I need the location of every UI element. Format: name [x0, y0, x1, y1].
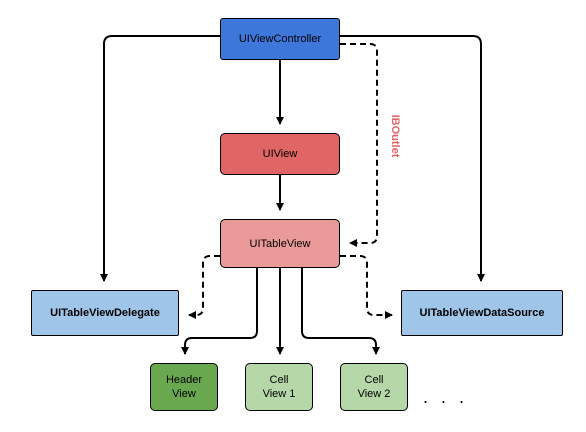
more-cells-ellipsis: . . . [423, 387, 469, 407]
edge-vc-to-datasource [340, 35, 485, 282]
uiview-label: UIView [262, 148, 298, 160]
header-view-node: Header View [150, 363, 218, 411]
uiviewcontroller-node: UIViewController [220, 18, 340, 60]
edge-tableview-to-delegate-dashed [188, 255, 220, 319]
uitableview-label: UITableView [249, 237, 311, 250]
edge-vc-to-delegate [100, 35, 220, 282]
edge-tableview-to-datasource-dashed [340, 255, 393, 319]
uiview-node: UIView [220, 133, 340, 175]
cell-view-1-node: Cell View 1 [245, 363, 313, 411]
uitableviewdelegate-label: UITableViewDelegate [50, 307, 160, 319]
edge-ib-outlet [340, 43, 378, 247]
uiviewcontroller-label: UIViewController [238, 33, 322, 45]
cell-view-2-node: Cell View 2 [340, 363, 408, 411]
uitableviewdatasource-label: UITableViewDataSource [419, 307, 545, 319]
header-view-label: Header View [165, 374, 203, 400]
ib-outlet-label: IBOutlet [389, 114, 401, 158]
cell-view-2-label: Cell View 2 [357, 374, 391, 400]
uitableviewdatasource-node: UITableViewDataSource [401, 290, 563, 336]
uitableview-node: UITableView [220, 219, 340, 268]
cell-view-1-label: Cell View 1 [262, 374, 296, 400]
uitableviewdelegate-node: UITableViewDelegate [31, 290, 179, 336]
edge-tableview-to-header [181, 268, 258, 355]
edge-tableview-to-cell2 [301, 268, 380, 355]
